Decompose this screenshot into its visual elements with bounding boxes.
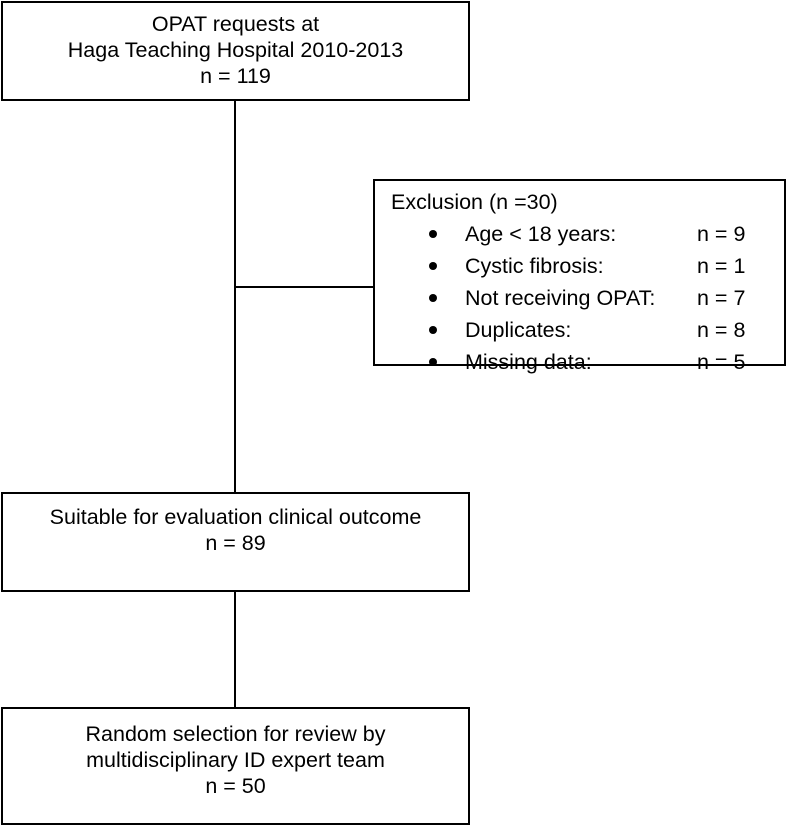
exclusion-item-count: n = 8	[697, 317, 746, 342]
bullet-icon	[429, 230, 437, 238]
opat-requests-count: n = 119	[200, 64, 271, 88]
exclusion-item-label: Not receiving OPAT:	[465, 285, 656, 310]
connector-top-to-middle	[234, 101, 236, 492]
suitable-title: Suitable for evaluation clinical outcome	[49, 505, 422, 529]
exclusion-item-label: Duplicates:	[465, 317, 572, 342]
exclusion-item-count: n = 9	[697, 221, 746, 246]
random-selection-line1: Random selection for review by	[85, 722, 386, 746]
bullet-icon	[429, 326, 437, 334]
exclusion-item-count: n = 5	[697, 349, 746, 374]
connector-middle-to-bottom	[234, 592, 236, 707]
bullet-icon	[429, 294, 437, 302]
exclusion-box: Exclusion (n =30) Age < 18 years: n = 9 …	[373, 179, 786, 374]
suitable-for-evaluation-box: Suitable for evaluation clinical outcome…	[1, 492, 470, 592]
random-selection-box: Random selection for review by multidisc…	[1, 707, 470, 825]
connector-to-exclusion	[234, 286, 373, 288]
exclusion-item-label: Age < 18 years:	[465, 221, 617, 246]
exclusion-item-cystic-fibrosis: Cystic fibrosis: n = 1	[391, 250, 784, 282]
exclusion-item-label: Missing data:	[465, 349, 592, 374]
suitable-count: n = 89	[205, 531, 266, 555]
exclusion-title: Exclusion (n =30)	[391, 190, 558, 214]
exclusion-list: Age < 18 years: n = 9 Cystic fibrosis: n…	[391, 218, 784, 378]
opat-requests-title-line2: Haga Teaching Hospital 2010-2013	[67, 38, 404, 62]
opat-requests-title-line1: OPAT requests at	[151, 12, 320, 36]
exclusion-item-count: n = 1	[697, 253, 746, 278]
exclusion-item-not-receiving-opat: Not receiving OPAT: n = 7	[391, 282, 784, 314]
bullet-icon	[429, 262, 437, 270]
random-selection-count: n = 50	[205, 774, 266, 798]
exclusion-item-age: Age < 18 years: n = 9	[391, 218, 784, 250]
opat-requests-box: OPAT requests at Haga Teaching Hospital …	[1, 1, 470, 101]
random-selection-line2: multidisciplinary ID expert team	[86, 748, 385, 772]
bullet-icon	[429, 358, 437, 366]
exclusion-item-label: Cystic fibrosis:	[465, 253, 604, 278]
exclusion-item-missing-data: Missing data: n = 5	[391, 346, 784, 378]
exclusion-item-duplicates: Duplicates: n = 8	[391, 314, 784, 346]
exclusion-item-count: n = 7	[697, 285, 746, 310]
